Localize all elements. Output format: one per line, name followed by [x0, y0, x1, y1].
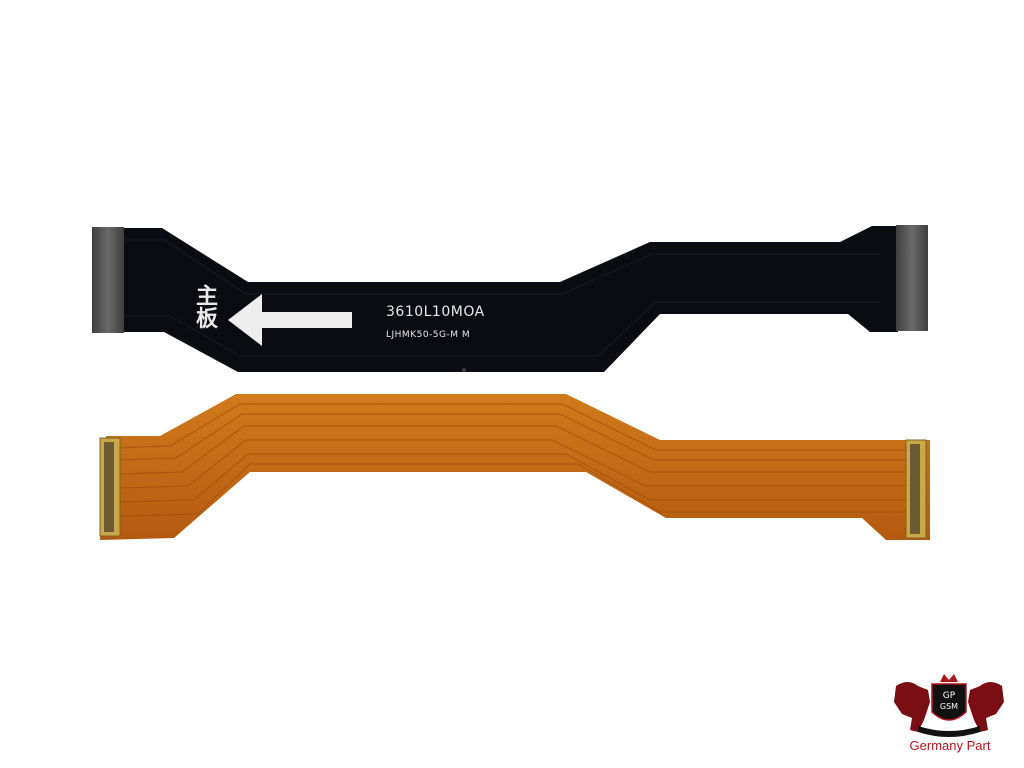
board-label: 主板: [192, 284, 217, 329]
arrow-left-icon: [228, 294, 352, 346]
orange-flex-cable: [99, 394, 930, 540]
part-number-label: 3610L10MOA: [386, 304, 485, 320]
connector-right: [896, 225, 928, 331]
black-flex-cable: [92, 225, 928, 372]
part-code-label: LJHMK50-5G-M M: [386, 330, 471, 340]
germany-part-logo: GP GSM: [894, 674, 1004, 737]
crown-icon: [940, 674, 958, 682]
connector-left: [104, 442, 114, 532]
connector-right: [910, 444, 920, 534]
logo-monogram-bottom: GSM: [940, 702, 958, 711]
orange-cable-body: [100, 394, 930, 540]
fiducial-dot: [462, 368, 466, 372]
connector-left: [92, 227, 124, 333]
banner-ribbon: [918, 726, 980, 737]
logo-caption: Germany Part: [909, 738, 991, 753]
shield-icon: [931, 683, 967, 721]
lion-right-icon: [968, 682, 1004, 732]
lion-left-icon: [894, 682, 930, 732]
black-cable-body: [122, 226, 898, 372]
logo-monogram-top: GP: [943, 691, 956, 701]
